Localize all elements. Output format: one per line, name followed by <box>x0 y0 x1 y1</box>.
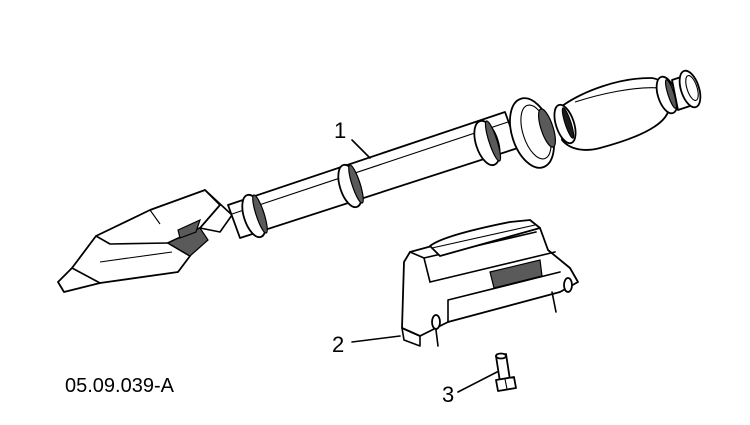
part-1-handle-assembly <box>57 69 702 293</box>
diagram-reference-code: 05.09.039-A <box>65 375 175 397</box>
callout-2: 2 <box>332 332 344 357</box>
flange-disc <box>509 97 557 169</box>
part-2-mounting-bracket <box>401 219 579 347</box>
shaft-collars <box>241 119 502 239</box>
part-3-screw <box>495 352 517 392</box>
blade-tip <box>57 189 233 293</box>
grip-handle <box>553 69 702 151</box>
leader-lines <box>351 139 498 393</box>
callout-3: 3 <box>442 382 454 407</box>
callout-1: 1 <box>334 118 346 143</box>
